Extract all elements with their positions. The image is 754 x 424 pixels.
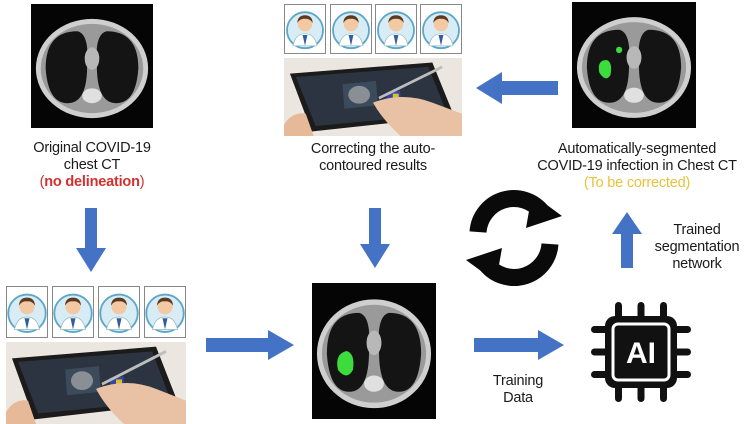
arrow-icon [360,208,390,268]
original-ct-label-line1: Original COVID-19 [6,140,178,157]
original-ct-image [31,4,153,128]
training-data-line2: Data [478,390,558,407]
auto-segmented-label-line1: Automatically-segmented [526,141,748,158]
tablet-pen-icon [284,58,462,136]
tablet-pen-icon [6,342,186,424]
auto-segmented-label-line2: COVID-19 infection in Chest CT [526,158,748,175]
auto-segmented-ct-image [572,2,696,128]
arrow-icon [612,212,642,268]
correcting-label-line2: contoured results [278,158,468,175]
arrow-icon [76,208,106,272]
doctor-avatar-icon [52,286,94,338]
corrected-ct-image [312,283,436,419]
doctor-avatar-icon [144,286,186,338]
doctor-avatar-icon [284,4,326,54]
original-ct-note: (no delineation) [6,174,178,191]
correcting-label: Correcting the auto- contoured results [278,141,468,175]
refresh-cycle-icon [458,186,570,290]
doctor-avatar-icon [6,286,48,338]
trained-network-label: Trained segmentation network [643,222,751,273]
doctor-avatar-icon [330,4,372,54]
training-data-line1: Training [478,373,558,390]
trained-network-line2: segmentation [643,239,751,256]
original-ct-label: Original COVID-19 chest CT (no delineati… [6,140,178,191]
trained-network-line3: network [643,256,751,273]
doctor-avatar-icon [98,286,140,338]
ai-chip-text: AI [626,337,656,370]
arrow-icon [206,330,294,360]
original-ct-label-line2: chest CT [6,157,178,174]
correcting-label-line1: Correcting the auto- [278,141,468,158]
no-delineation-text: no delineation [44,174,139,190]
arrow-icon [474,330,564,360]
doctor-avatar-icon [375,4,417,54]
trained-network-line1: Trained [643,222,751,239]
ai-chip-icon: AI [585,296,697,408]
doctor-avatar-icon [420,4,462,54]
training-data-label: Training Data [478,373,558,407]
auto-segmented-label: Automatically-segmented COVID-19 infecti… [526,141,748,192]
arrow-icon [476,72,558,104]
